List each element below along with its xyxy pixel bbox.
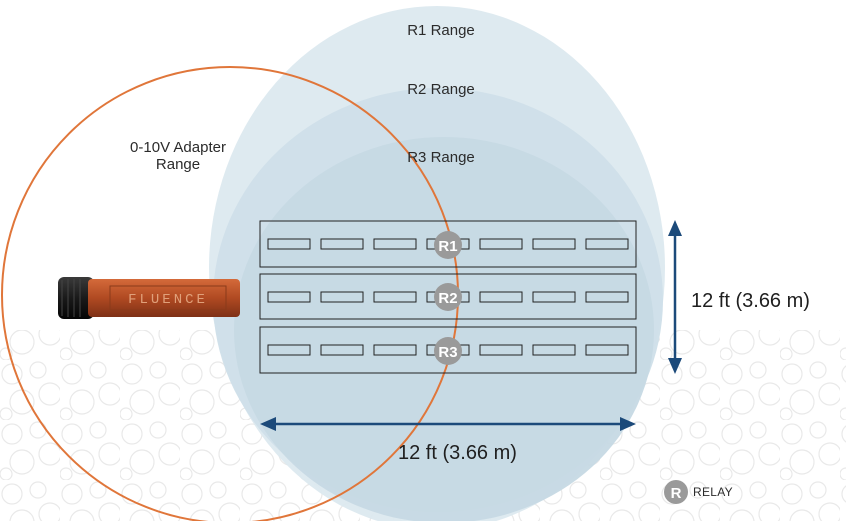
adapter-range-label: 0-10V Adapter Range (130, 139, 226, 173)
fixture-row-2 (259, 273, 637, 320)
adapter-device: FLUENCE (58, 277, 240, 319)
adapter-brand-text: FLUENCE (128, 292, 208, 308)
vertical-dimension-arrow (668, 220, 682, 374)
r3-range-label: R3 Range (407, 149, 475, 166)
fixture-slot (267, 291, 311, 303)
adapter-cap (58, 277, 94, 319)
fixture-slot (320, 291, 364, 303)
relay-badge-r2: R2 (434, 283, 462, 311)
fixture-slot (585, 238, 629, 250)
fixtures-group (267, 238, 629, 356)
fixture-slot (267, 238, 311, 250)
fixture-slot (267, 344, 311, 356)
legend-relay-icon: R (664, 480, 688, 504)
adapter-range-label-line2: Range (155, 156, 201, 173)
fixture-slot (532, 291, 576, 303)
fixture-slot (320, 238, 364, 250)
r2-range-label: R2 Range (407, 81, 475, 98)
relay-badge-r1: R1 (434, 231, 462, 259)
horizontal-dimension-arrow (260, 417, 636, 431)
fixture-slot (479, 291, 523, 303)
fixture-slot (585, 291, 629, 303)
relay-label-r3: R3 (438, 344, 457, 361)
fixture-row-1 (259, 220, 637, 268)
adapter-range-label-line1: 0-10V Adapter (130, 139, 226, 156)
r1-range-label: R1 Range (407, 22, 475, 39)
legend-symbol: R (671, 485, 682, 502)
horizontal-dimension-label: 12 ft (3.66 m) (398, 442, 517, 464)
fixture-slot (320, 344, 364, 356)
adapter-body (88, 279, 240, 317)
relay-label-r1: R1 (438, 238, 457, 255)
fixture-slot (532, 238, 576, 250)
fixture-slot (585, 344, 629, 356)
vertical-dimension-label: 12 ft (3.66 m) (691, 290, 810, 312)
relay-label-r2: R2 (438, 290, 457, 307)
fixture-row-3 (259, 326, 637, 374)
fixture-slot (373, 344, 417, 356)
fixture-slot (373, 238, 417, 250)
fixture-slot (479, 344, 523, 356)
fixture-slot (373, 291, 417, 303)
fixture-slot (532, 344, 576, 356)
relay-badge-r3: R3 (434, 337, 462, 365)
legend-relay-label: RELAY (693, 485, 733, 499)
fixture-slot (479, 238, 523, 250)
